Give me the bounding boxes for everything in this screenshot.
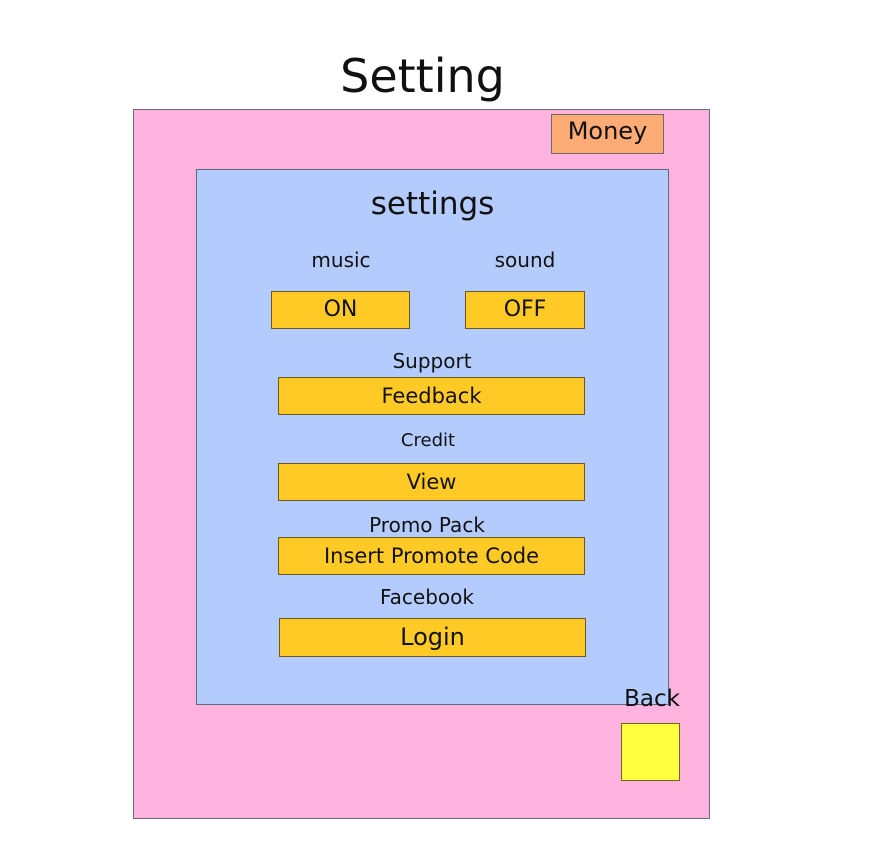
credit-view-button[interactable]: View [278,463,585,501]
sound-label: sound [494,248,556,272]
settings-inner-panel [196,169,669,705]
money-badge[interactable]: Money [551,114,664,154]
page-title: Setting [340,49,505,103]
music-toggle-button[interactable]: ON [271,291,410,329]
facebook-login-button[interactable]: Login [279,618,586,657]
insert-promo-code-button[interactable]: Insert Promote Code [278,537,585,575]
back-label: Back [624,686,680,712]
credit-label: Credit [400,430,456,451]
promo-pack-label: Promo Pack [369,513,485,537]
sound-toggle-button[interactable]: OFF [465,291,585,329]
music-label: music [311,248,371,272]
support-label: Support [392,349,472,373]
facebook-label: Facebook [380,585,474,609]
settings-section-title: settings [370,186,495,222]
back-button[interactable] [621,723,680,781]
feedback-button[interactable]: Feedback [278,377,585,415]
